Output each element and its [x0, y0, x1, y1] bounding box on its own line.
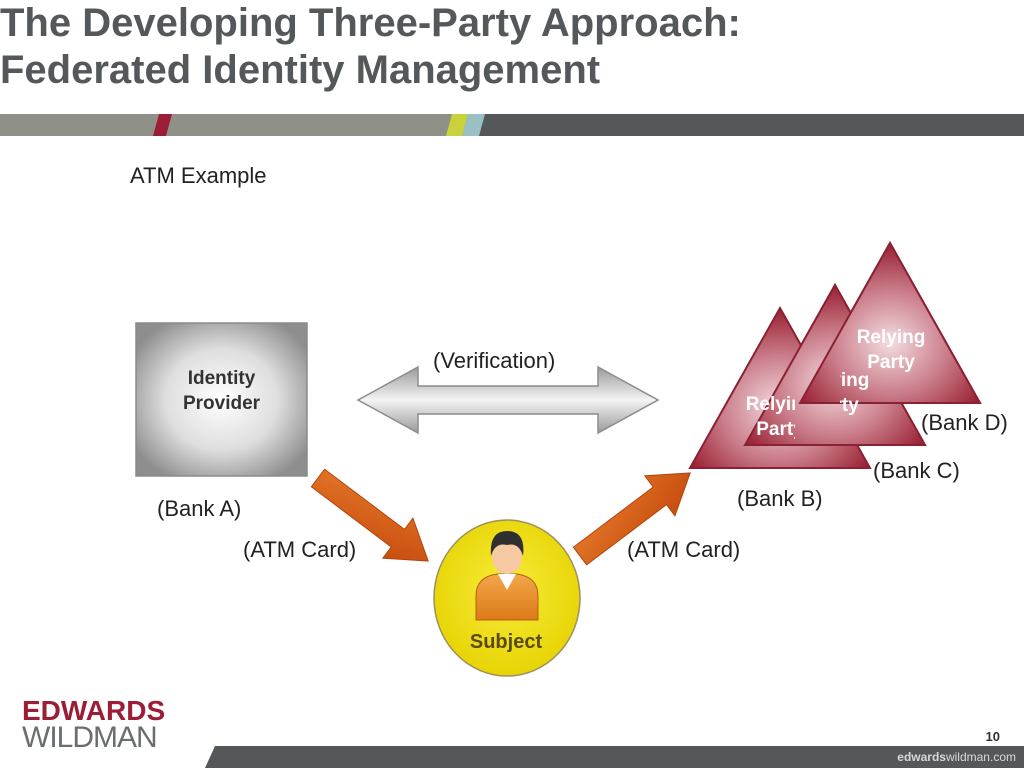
- identity-provider-box: [135, 322, 308, 477]
- slide-title-line1: The Developing Three-Party Approach:: [0, 1, 741, 45]
- relying-party-label-bank-c-line2: Party: [840, 393, 890, 418]
- relying-party-label-bank-b-line2: Party: [756, 419, 804, 440]
- atm-card-label-right: (ATM Card): [627, 537, 741, 562]
- bank-d-label: (Bank D): [921, 410, 1008, 435]
- relying-party-label-bank-c-line1: Relying: [840, 368, 890, 393]
- relying-party-label-bank-d-line2: Party: [867, 352, 915, 373]
- relying-party-label-bank-b: Relying Party: [725, 392, 815, 442]
- company-logo: EDWARDS WILDMAN: [22, 697, 165, 753]
- footer-url: edwardswildman.com: [897, 750, 1016, 764]
- logo-wordmark-bottom: WILDMAN: [22, 721, 158, 754]
- slide-title-line2: Federated Identity Management: [0, 48, 601, 92]
- subject-label: Subject: [469, 631, 543, 653]
- atm-card-label-left: (ATM Card): [243, 537, 357, 562]
- relying-party-label-bank-d-line1: Relying: [856, 327, 926, 348]
- identity-provider-label-line1: Identity: [187, 368, 256, 389]
- person-icon: [475, 531, 539, 621]
- bank-a-label: (Bank A): [157, 496, 242, 521]
- relying-party-label-bank-c: Relying Party: [840, 368, 890, 418]
- relying-party-label-bank-d: Relying Party: [836, 325, 946, 375]
- header-band: [0, 114, 1024, 136]
- page-number: 10: [985, 729, 1000, 744]
- card-arrow-left: [310, 468, 429, 562]
- logo-wordmark-top: EDWARDS: [22, 695, 166, 726]
- bank-b-label: (Bank B): [737, 486, 823, 511]
- footer-band: [205, 746, 1024, 768]
- slide-subtitle: ATM Example: [130, 163, 267, 188]
- card-arrow-right: [572, 472, 691, 566]
- verification-arrow: [356, 365, 660, 435]
- bank-c-label: (Bank C): [873, 458, 960, 483]
- identity-provider-label-line2: Provider: [182, 393, 261, 414]
- slide-title: The Developing Three-Party Approach: Fed…: [0, 0, 940, 94]
- footer-url-rest: wildman.com: [945, 750, 1016, 764]
- identity-provider-label: Identity Provider: [136, 366, 307, 416]
- relying-party-label-bank-b-line1: Relying: [745, 394, 815, 415]
- verification-label: (Verification): [433, 348, 556, 373]
- footer-url-bold: edwards: [897, 750, 946, 764]
